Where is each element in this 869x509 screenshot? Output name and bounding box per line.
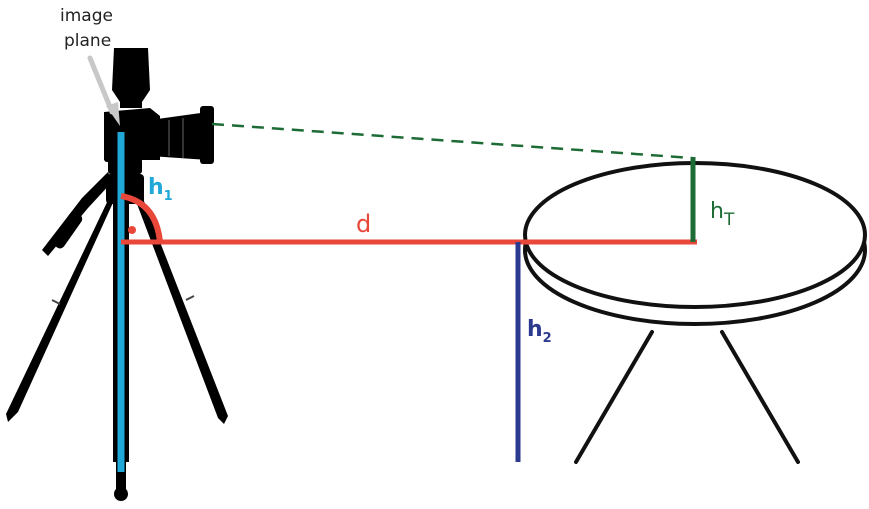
sight-line	[211, 122, 693, 160]
right-angle-marker	[120, 193, 163, 243]
camera-flash	[112, 48, 150, 102]
camera-lens	[150, 112, 212, 160]
label-h2: h2	[527, 317, 552, 346]
label-image-plane-line2: plane	[64, 31, 111, 51]
tripod-icon	[6, 158, 228, 501]
label-image-plane-line1: image	[60, 6, 113, 26]
table-leg-right	[720, 330, 800, 464]
tripod-leg-right	[134, 196, 228, 424]
label-h1: h1	[148, 175, 173, 204]
label-hT: hT	[710, 199, 735, 230]
label-d: d	[356, 210, 371, 238]
tripod-leg-left	[6, 196, 116, 422]
table-leg-left	[574, 330, 654, 464]
image-plane-pointer	[87, 55, 120, 126]
